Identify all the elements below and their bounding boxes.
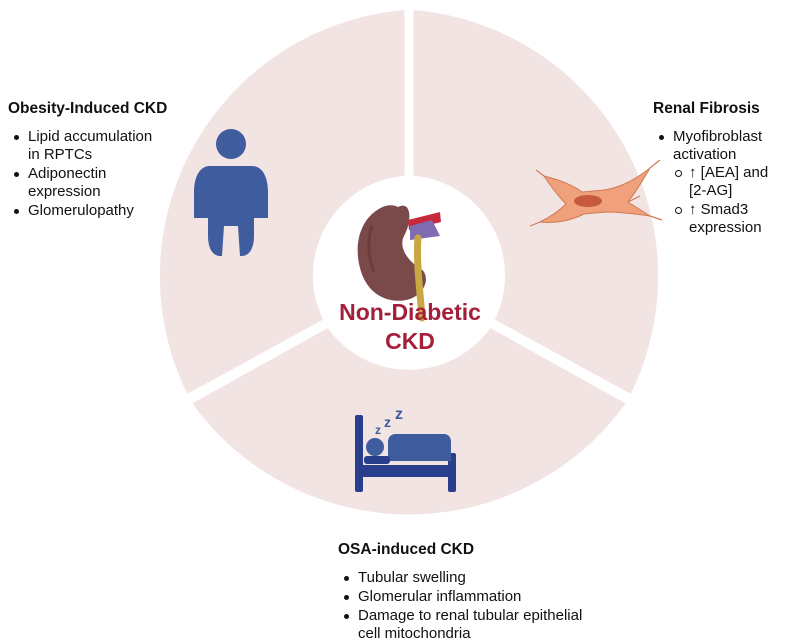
osa-item: Glomerular inflammation [338,588,598,606]
osa-list: Tubular swelling Glomerular inflammation… [338,569,598,641]
fibrosis-sublist: ↑ [AEA] and [2-AG] ↑ Smad3 expression [673,164,789,237]
center-title-line1: Non-Diabetic [339,299,481,325]
center-title-line2: CKD [385,328,435,354]
obesity-item: Glomerulopathy [8,202,168,220]
sleep-z-1: z [375,423,381,437]
fibrosis-subitem: ↑ [AEA] and [2-AG] [673,164,789,200]
sleep-z-2: z [384,414,391,430]
fibrosis-subitem: ↑ Smad3 expression [673,201,789,237]
osa-section: OSA-induced CKD Tubular swelling Glomeru… [338,541,598,641]
sleeping-person-bed-icon: z z z [355,406,456,492]
segment-osa [192,328,626,515]
fibrosis-section: Renal Fibrosis Myofibroblast activation … [653,100,789,238]
obesity-title: Obesity-Induced CKD [8,100,168,117]
segment-fibrosis [413,10,659,394]
kidney-icon [357,205,441,322]
obesity-list: Lipid accumulation in RPTCs Adiponectin … [8,128,168,220]
myofibroblast-cell-icon [529,159,663,227]
obese-person-icon [194,129,268,256]
sleep-z-3: z [395,406,403,423]
obesity-section: Obesity-Induced CKD Lipid accumulation i… [8,100,168,221]
segment-obesity [159,10,405,394]
fibrosis-item-label: Myofibroblast activation [673,128,763,163]
osa-item: Damage to renal tubular epithelial cell … [338,607,598,641]
center-title: Non-Diabetic CKD [300,298,520,356]
obesity-item: Lipid accumulation in RPTCs [8,128,168,164]
fibrosis-list: Myofibroblast activation ↑ [AEA] and [2-… [653,128,789,237]
fibrosis-item: Myofibroblast activation ↑ [AEA] and [2-… [653,128,789,237]
fibrosis-title: Renal Fibrosis [653,100,760,117]
osa-title: OSA-induced CKD [338,541,475,558]
osa-item: Tubular swelling [338,569,598,587]
obesity-item: Adiponectin expression [8,165,168,201]
